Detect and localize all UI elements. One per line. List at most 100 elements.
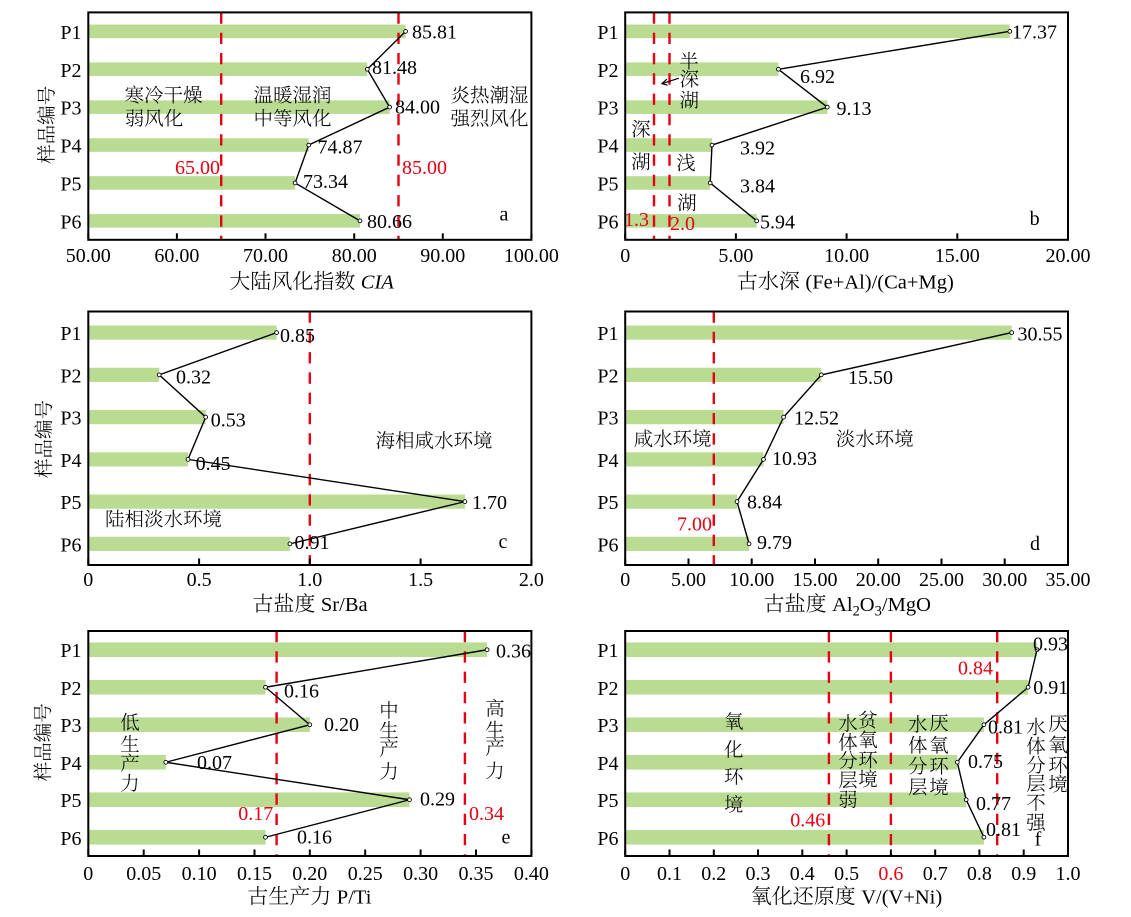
svg-text:2.0: 2.0: [519, 569, 544, 591]
svg-text:0.29: 0.29: [420, 788, 455, 810]
svg-text:P6: P6: [60, 211, 81, 233]
svg-text:P6: P6: [60, 534, 81, 556]
svg-text:P5: P5: [60, 492, 81, 514]
svg-text:1.70: 1.70: [472, 492, 507, 514]
svg-text:80.00: 80.00: [332, 245, 377, 267]
svg-text:10.93: 10.93: [772, 448, 817, 470]
svg-text:d: d: [1030, 533, 1040, 555]
svg-text:1.0: 1.0: [1056, 863, 1081, 885]
svg-text:0.20: 0.20: [324, 714, 359, 736]
svg-text:0: 0: [83, 863, 93, 885]
svg-text:V/(V+Ni): V/(V+Ni): [861, 887, 942, 909]
svg-text:0.5: 0.5: [187, 569, 212, 591]
svg-text:0.3: 0.3: [746, 863, 771, 885]
svg-text:0.17: 0.17: [238, 803, 273, 825]
svg-text:74.87: 74.87: [318, 136, 363, 158]
svg-text:2: 2: [853, 604, 860, 620]
svg-text:9.79: 9.79: [757, 532, 792, 554]
svg-text:P1: P1: [60, 323, 81, 345]
svg-text:5.00: 5.00: [671, 569, 706, 591]
svg-text:6.92: 6.92: [800, 66, 835, 88]
svg-text:0.4: 0.4: [790, 863, 815, 885]
svg-text:30.00: 30.00: [982, 569, 1027, 591]
svg-text:15.00: 15.00: [793, 569, 838, 591]
svg-text:15.50: 15.50: [848, 367, 893, 389]
svg-text:12.52: 12.52: [794, 408, 839, 430]
svg-text:35.00: 35.00: [1046, 569, 1091, 591]
svg-text:1.0: 1.0: [297, 569, 322, 591]
svg-text:0.40: 0.40: [514, 863, 549, 885]
svg-text:80.66: 80.66: [367, 211, 412, 233]
svg-text:5.00: 5.00: [718, 245, 753, 267]
svg-text:0.75: 0.75: [968, 751, 1003, 773]
svg-text:0.81: 0.81: [988, 717, 1023, 739]
svg-text:P1: P1: [60, 640, 81, 662]
svg-text:0.45: 0.45: [196, 453, 231, 475]
svg-text:P3: P3: [60, 408, 81, 430]
svg-text:P6: P6: [60, 828, 81, 850]
svg-text:Al: Al: [832, 594, 853, 616]
svg-text:0.30: 0.30: [403, 863, 438, 885]
svg-text:0.25: 0.25: [348, 863, 383, 885]
svg-text:P1: P1: [60, 22, 81, 44]
svg-text:0.81: 0.81: [986, 819, 1021, 841]
svg-text:3.84: 3.84: [740, 175, 775, 197]
svg-text:P2: P2: [597, 365, 618, 387]
svg-text:P5: P5: [60, 174, 81, 196]
svg-text:85.81: 85.81: [412, 21, 457, 43]
svg-text:P2: P2: [597, 60, 618, 82]
svg-text:0.10: 0.10: [182, 863, 217, 885]
svg-text:0.2: 0.2: [701, 863, 726, 885]
svg-text:0.07: 0.07: [197, 752, 232, 774]
svg-text:20.00: 20.00: [856, 569, 901, 591]
svg-text:70.00: 70.00: [243, 245, 288, 267]
svg-text:f: f: [1035, 829, 1042, 851]
svg-text:65.00: 65.00: [175, 157, 220, 179]
svg-text:P3: P3: [60, 715, 81, 737]
svg-text:P3: P3: [597, 98, 618, 120]
svg-text:P5: P5: [597, 174, 618, 196]
svg-text:0.1: 0.1: [657, 863, 682, 885]
svg-text:P4: P4: [60, 136, 81, 158]
svg-text:P5: P5: [60, 790, 81, 812]
svg-text:Sr/Ba: Sr/Ba: [321, 594, 368, 616]
svg-text:P2: P2: [60, 365, 81, 387]
svg-text:P2: P2: [597, 678, 618, 700]
svg-text:1.5: 1.5: [408, 569, 433, 591]
svg-text:73.34: 73.34: [303, 171, 348, 193]
svg-text:9.13: 9.13: [837, 98, 872, 120]
svg-text:(Fe+Al)/(Ca+Mg): (Fe+Al)/(Ca+Mg): [805, 272, 953, 294]
svg-text:P1: P1: [597, 22, 618, 44]
svg-text:8.84: 8.84: [747, 492, 782, 514]
svg-text:2.0: 2.0: [670, 213, 695, 235]
svg-text:50.00: 50.00: [66, 245, 111, 267]
svg-text:17.37: 17.37: [1012, 22, 1057, 44]
svg-text:b: b: [1030, 208, 1040, 230]
svg-text:0.91: 0.91: [295, 532, 330, 554]
svg-text:85.00: 85.00: [402, 157, 447, 179]
svg-text:P4: P4: [597, 753, 618, 775]
svg-text:0.84: 0.84: [958, 658, 993, 680]
svg-text:0.16: 0.16: [297, 826, 332, 848]
svg-text:0: 0: [620, 569, 630, 591]
svg-text:0.93: 0.93: [1033, 634, 1068, 656]
svg-text:/MgO: /MgO: [882, 594, 931, 616]
svg-text:30.55: 30.55: [1018, 324, 1063, 346]
svg-text:P6: P6: [597, 211, 618, 233]
svg-text:O: O: [860, 594, 875, 616]
svg-text:P3: P3: [60, 98, 81, 120]
svg-text:0: 0: [620, 245, 630, 267]
svg-text:15.00: 15.00: [935, 245, 980, 267]
svg-text:CIA: CIA: [361, 272, 395, 294]
svg-text:60.00: 60.00: [154, 245, 199, 267]
svg-text:1.3: 1.3: [624, 209, 649, 231]
svg-text:P4: P4: [597, 450, 618, 472]
svg-text:e: e: [502, 827, 511, 849]
svg-text:P5: P5: [597, 790, 618, 812]
svg-text:0.34: 0.34: [469, 803, 504, 825]
svg-text:0.32: 0.32: [176, 367, 211, 389]
svg-text:0: 0: [83, 569, 93, 591]
svg-text:90.00: 90.00: [420, 245, 465, 267]
svg-text:0.8: 0.8: [967, 863, 992, 885]
svg-text:0.53: 0.53: [211, 409, 246, 431]
